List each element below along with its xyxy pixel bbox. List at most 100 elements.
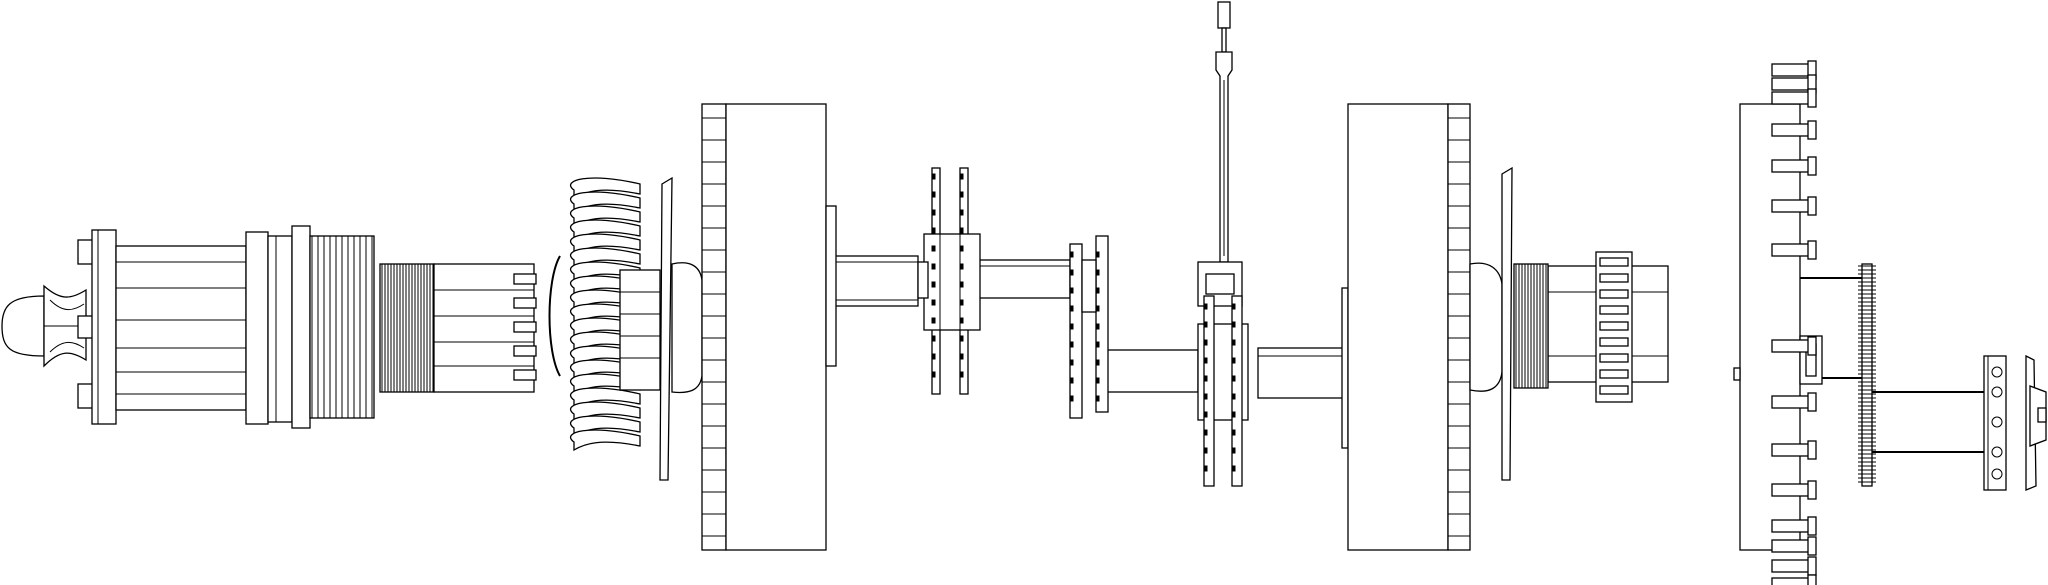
- gear-tooth: [1095, 377, 1100, 384]
- gear-tooth: [931, 191, 936, 198]
- gear-tooth: [1231, 303, 1236, 310]
- gear-tooth: [931, 263, 936, 270]
- gear-tooth: [1069, 359, 1074, 366]
- gear-tooth: [1095, 341, 1100, 348]
- large-drum-left: [701, 103, 837, 551]
- gear-tooth: [959, 371, 964, 378]
- bolt-head: [1807, 536, 1817, 556]
- ring-tooth: [1599, 369, 1629, 379]
- gear-tooth: [931, 353, 936, 360]
- ring-tooth: [1599, 289, 1629, 299]
- gear-tooth: [959, 263, 964, 270]
- ring-tooth: [1599, 385, 1629, 395]
- bolt-head: [1807, 556, 1817, 576]
- gear-tooth: [1069, 395, 1074, 402]
- gear-tooth: [959, 245, 964, 252]
- gear-tooth: [1095, 269, 1100, 276]
- gear-tooth: [959, 209, 964, 216]
- bolt-head: [1807, 196, 1817, 216]
- gear-tooth: [931, 317, 936, 324]
- gear-tooth: [1231, 339, 1236, 346]
- gear-tooth: [931, 335, 936, 342]
- spline-ring: [1469, 166, 1549, 481]
- bolt: [1771, 395, 1813, 409]
- gear-tooth: [931, 299, 936, 306]
- gear-tooth: [1231, 375, 1236, 382]
- shaft-section-2: [977, 259, 1071, 299]
- bolt-head: [1807, 480, 1817, 500]
- end-hub: [1983, 354, 2047, 491]
- gear-tooth: [1095, 323, 1100, 330]
- bolt-head: [1807, 88, 1817, 108]
- gear-tooth: [959, 335, 964, 342]
- vertical-link: [1215, 1, 1233, 263]
- toothed-ring: [1595, 251, 1633, 403]
- bolt-head: [1807, 440, 1817, 460]
- bolt: [1771, 159, 1813, 173]
- gear-tooth: [1203, 303, 1208, 310]
- gear-tooth: [1069, 269, 1074, 276]
- shaft-section-1: [829, 255, 919, 307]
- bolt-head: [1807, 392, 1817, 412]
- gear-tooth: [1231, 447, 1236, 454]
- bolt: [1771, 77, 1813, 91]
- disc-plate: [659, 176, 703, 481]
- gear-tooth: [1203, 321, 1208, 328]
- thin-gear: [1858, 263, 1876, 487]
- fan-core-curve: [548, 255, 561, 377]
- bolt: [1771, 559, 1813, 573]
- gear-tooth: [931, 371, 936, 378]
- gear-tooth: [959, 353, 964, 360]
- gear-tooth: [1069, 323, 1074, 330]
- gear-tooth: [959, 191, 964, 198]
- gear-tooth: [931, 227, 936, 234]
- ring-tooth: [1599, 257, 1629, 267]
- gear-tooth: [1095, 359, 1100, 366]
- nose-cap: [1, 284, 87, 368]
- bolt-head: [1807, 156, 1817, 176]
- gear-tooth: [1231, 465, 1236, 472]
- bolt-head: [1807, 516, 1817, 536]
- gear-tooth: [931, 173, 936, 180]
- bolt: [1771, 339, 1813, 353]
- bolt: [1771, 199, 1813, 213]
- gear-tooth: [931, 209, 936, 216]
- gear-tooth: [931, 281, 936, 288]
- gear-tooth: [959, 173, 964, 180]
- splined-hub: [291, 225, 537, 429]
- gear-tooth: [1095, 305, 1100, 312]
- bolt-head: [1807, 574, 1817, 585]
- shaft-section-5: [1798, 277, 1984, 453]
- bolt: [1771, 443, 1813, 457]
- ring-tooth: [1599, 305, 1629, 315]
- gear-tooth: [1095, 395, 1100, 402]
- ring-tooth: [1599, 273, 1629, 283]
- gear-tooth: [1069, 305, 1074, 312]
- gear-tooth: [1231, 393, 1236, 400]
- bolt-head: [1807, 240, 1817, 260]
- bolt: [1771, 63, 1813, 77]
- twin-gear-2: [1069, 235, 1109, 419]
- twin-gear-1: [917, 167, 981, 395]
- gear-tooth: [959, 299, 964, 306]
- gear-tooth: [1203, 447, 1208, 454]
- ring-tooth: [1599, 321, 1629, 331]
- gear-tooth: [1203, 393, 1208, 400]
- large-drum-right: [1341, 103, 1471, 551]
- gear-tooth: [1203, 357, 1208, 364]
- gear-tooth: [1069, 251, 1074, 258]
- gear-tooth: [1069, 377, 1074, 384]
- bolt: [1771, 483, 1813, 497]
- bolt: [1771, 577, 1813, 585]
- ring-tooth: [1599, 353, 1629, 363]
- bolt-flange: [77, 229, 117, 425]
- gear-tooth: [1095, 287, 1100, 294]
- blade-fan: [548, 177, 661, 452]
- bolt-head: [1807, 120, 1817, 140]
- bolt-column: [1771, 60, 1817, 585]
- gear-tooth: [1095, 251, 1100, 258]
- bolt: [1771, 91, 1813, 105]
- bolt: [1771, 243, 1813, 257]
